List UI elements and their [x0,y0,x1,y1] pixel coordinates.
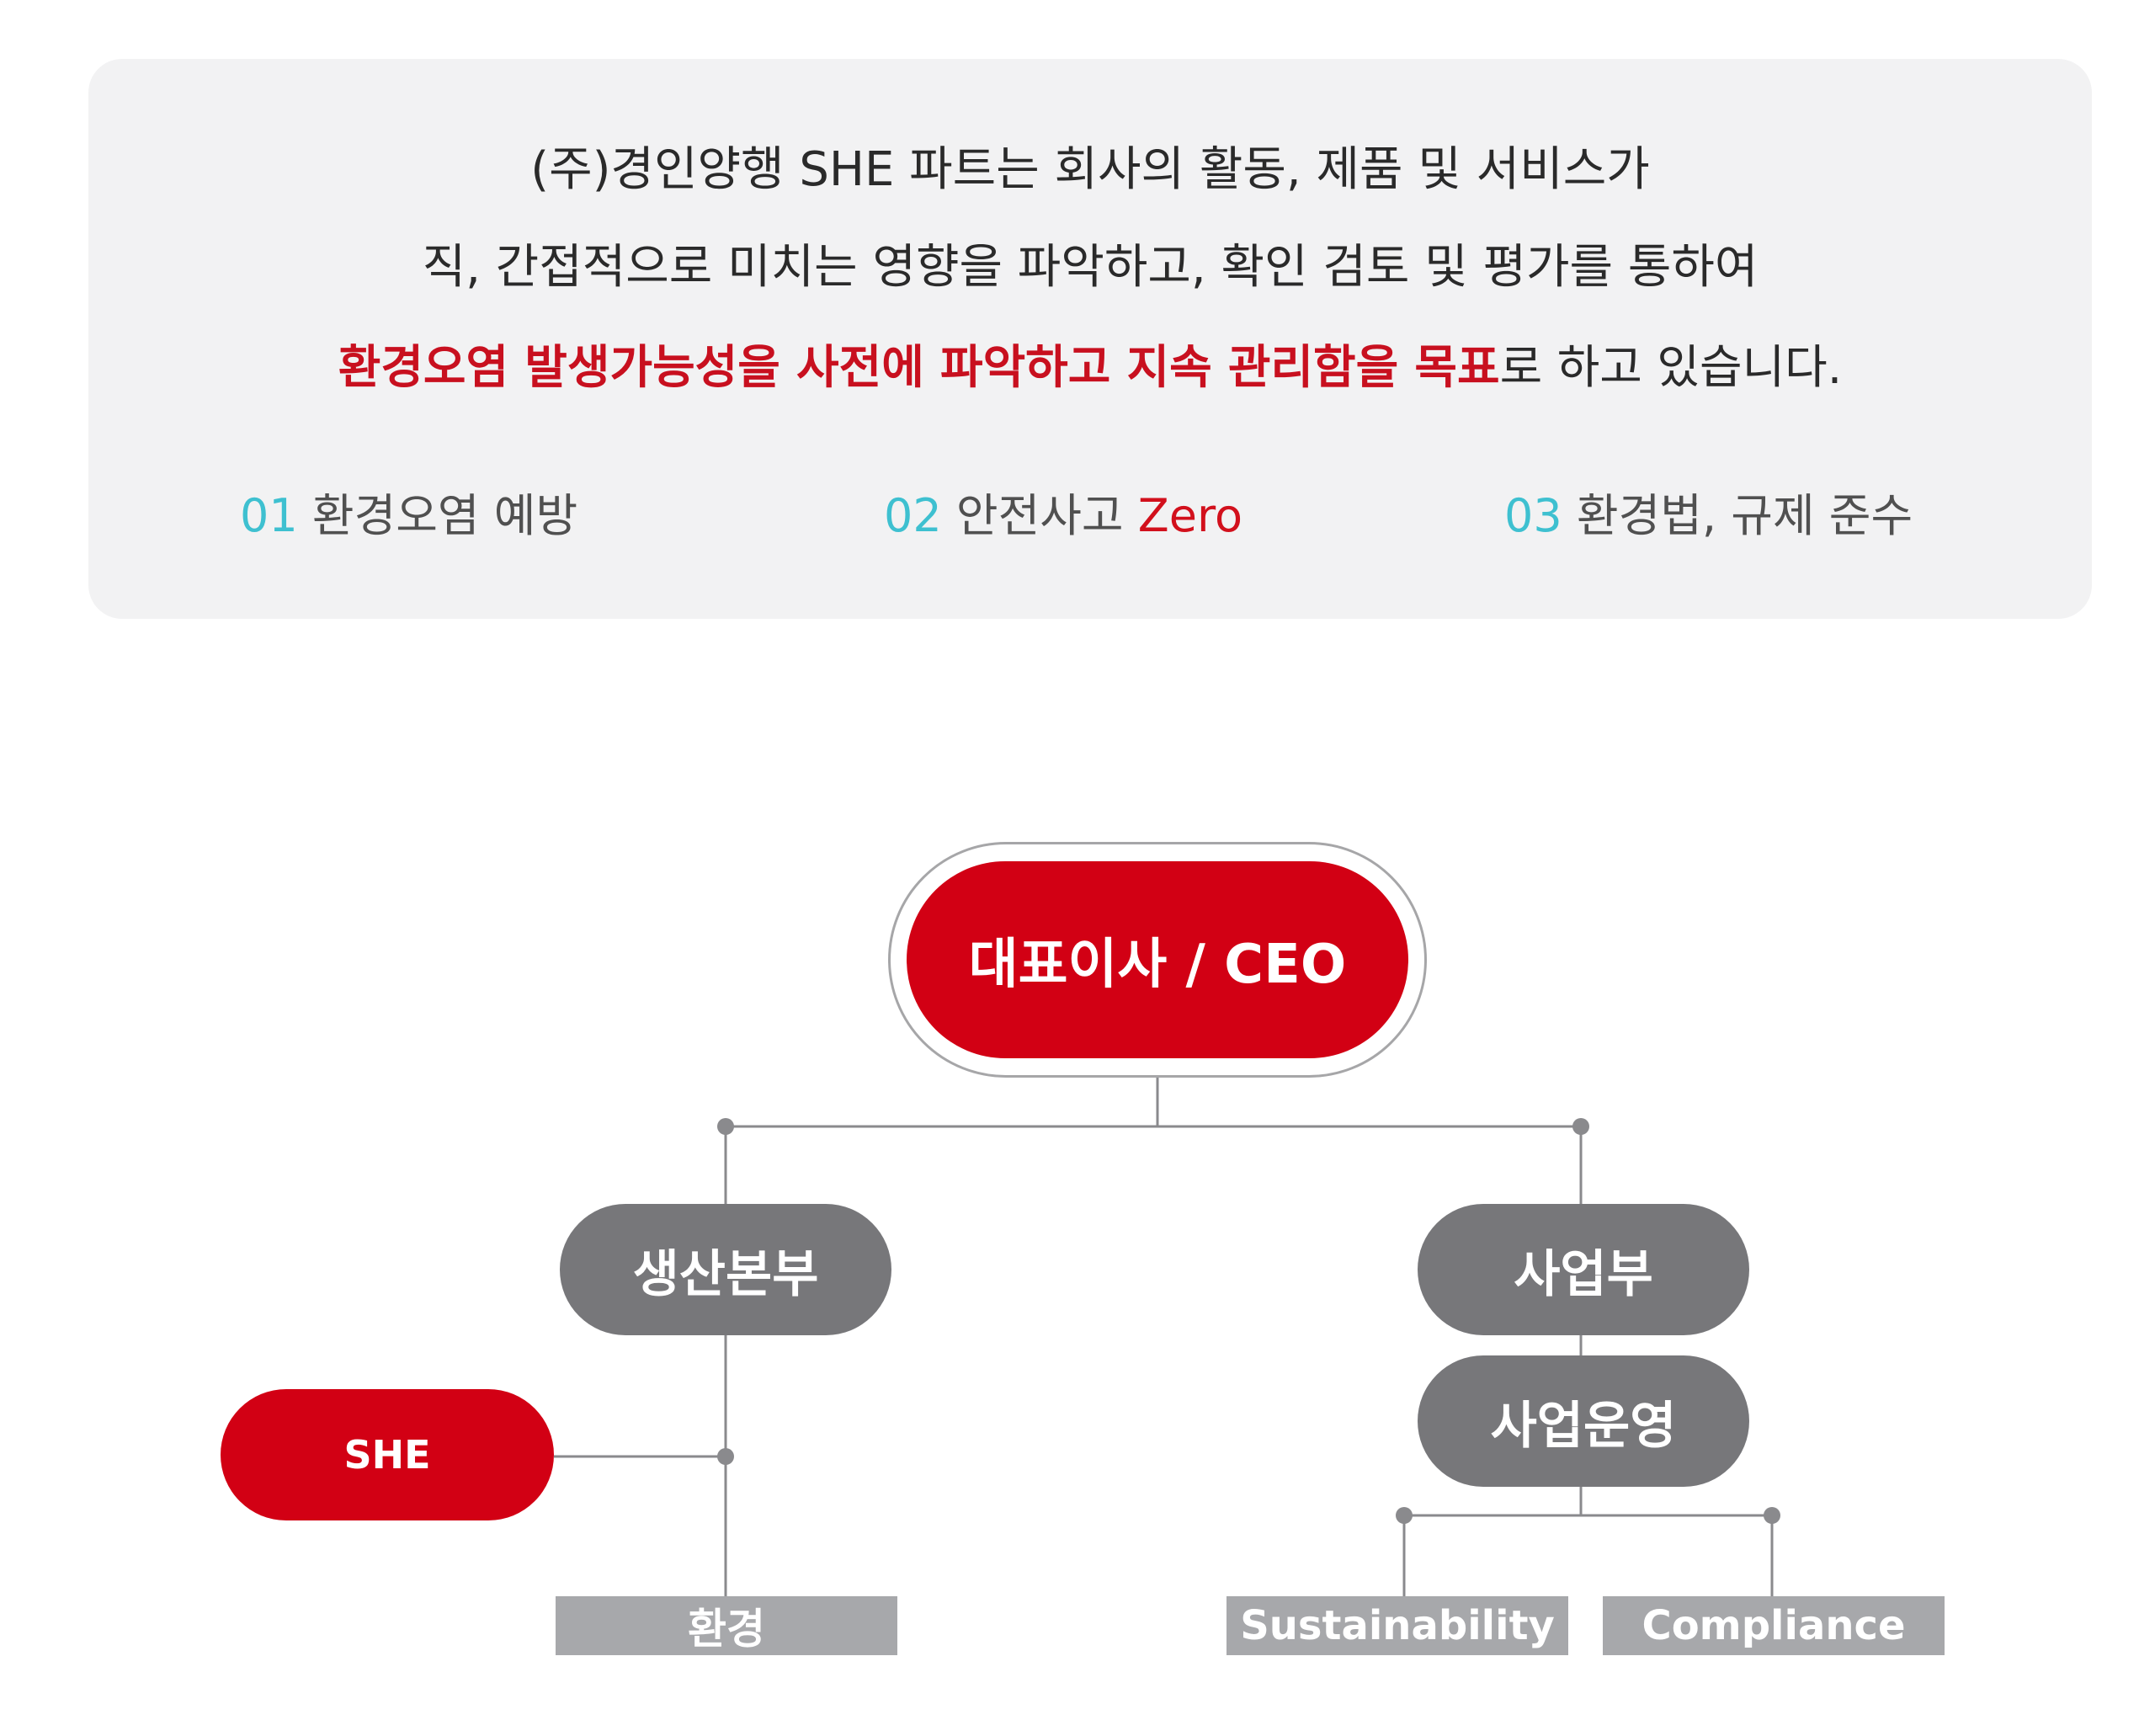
intro-panel: (주)경인양행 SHE 파트는 회사의 활동, 제품 및 서비스가 직, 간접적… [88,59,2092,619]
goal-2-number: 02 [884,489,942,542]
business-node: 사업부 [1418,1204,1749,1335]
sustainability-box: Sustainability [1226,1596,1568,1655]
intro-line-1: (주)경인양행 SHE 파트는 회사의 활동, 제품 및 서비스가 [530,142,1650,197]
production-node: 생산본부 [560,1204,891,1335]
junction-dot [1572,1118,1589,1135]
goal-2-text: 안전사고 [955,489,1138,542]
ceo-node: 대표이사 / CEO [907,861,1408,1058]
goal-3-number: 03 [1504,489,1562,542]
intro-line-3-rest: 로 하고 있습니다. [1499,340,1843,394]
business-ops-node: 사업운영 [1418,1355,1749,1487]
goal-1-number: 01 [240,489,298,542]
junction-dot [1396,1507,1413,1524]
goal-1-text: 환경오염 예방 [311,489,578,542]
goal-3: 03 환경법, 규제 준수 [1504,487,1913,546]
goal-1: 01 환경오염 예방 [240,487,577,546]
environment-box: 환경 [556,1596,897,1655]
junction-dot [717,1448,734,1465]
goal-2: 02 안전사고 Zero [884,487,1242,546]
intro-line-3: 환경오염 발생가능성을 사전에 파악하고 지속 관리함을 목표로 하고 있습니다… [88,337,2092,397]
compliance-box: Compliance [1603,1596,1945,1655]
goal-3-text: 환경법, 규제 준수 [1576,489,1913,542]
she-node: SHE [221,1389,554,1520]
junction-dot [1764,1507,1780,1524]
goal-2-accent: Zero [1137,489,1243,542]
intro-line-2: 직, 간접적으로 미치는 영향을 파악하고, 확인 검토 및 평가를 통하여 [422,240,1759,295]
junction-dot [717,1118,734,1135]
intro-highlight: 환경오염 발생가능성을 사전에 파악하고 지속 관리함을 목표 [338,340,1500,394]
